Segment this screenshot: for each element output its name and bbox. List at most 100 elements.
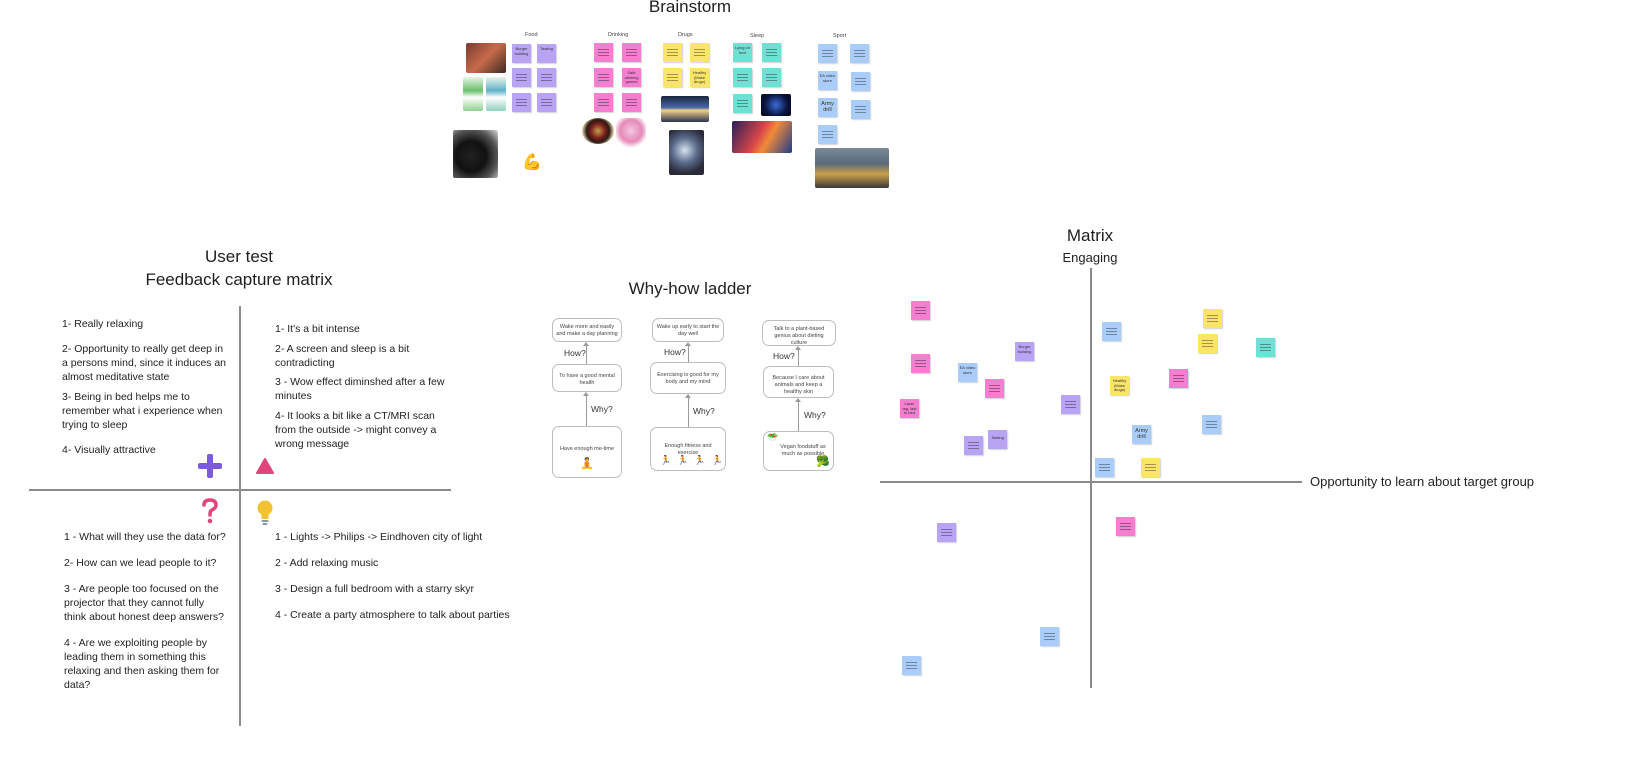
sticky-note[interactable] xyxy=(818,44,837,63)
sticky-note[interactable] xyxy=(733,94,752,113)
feedback-idea-3: 3 - Design a full bedroom with a starry … xyxy=(275,583,474,595)
category-sport: Sport xyxy=(833,33,847,39)
sticky-note[interactable] xyxy=(1116,517,1135,536)
sticky-note[interactable] xyxy=(622,93,641,112)
sticky-note[interactable] xyxy=(733,68,752,87)
broccoli-icon: 🥦 xyxy=(816,456,830,468)
sticky-note[interactable] xyxy=(850,44,869,63)
sticky-note[interactable] xyxy=(1141,458,1160,477)
ladder-top-box[interactable]: Talk to a plant-based genius about dieti… xyxy=(762,320,836,346)
sticky-note[interactable] xyxy=(663,68,682,87)
flexed-bicep-icon: 💪 xyxy=(522,154,542,171)
sticky-note[interactable] xyxy=(690,43,709,62)
matrix-title: Matrix xyxy=(1066,226,1114,245)
sticky-note[interactable] xyxy=(594,43,613,62)
sticky-note[interactable] xyxy=(622,43,641,62)
feedback-question-2: 2- How can we lead people to it? xyxy=(64,557,217,569)
note-tasting[interactable]: Tasting xyxy=(537,44,556,63)
menu-card-image xyxy=(463,77,483,111)
note-lazer-tag[interactable]: Lazer tag, last to bed xyxy=(900,399,919,418)
supplement-tubs-image xyxy=(453,130,498,178)
plus-icon xyxy=(197,453,223,484)
triangle-icon xyxy=(256,458,274,479)
sticky-note[interactable] xyxy=(818,125,837,144)
light-show-image xyxy=(661,96,709,122)
ladder-arrow xyxy=(685,394,691,427)
sticky-note[interactable] xyxy=(911,354,930,373)
ladder-bottom-box[interactable]: Vegan foodstuff as much as possible xyxy=(763,431,834,471)
note-army-drill[interactable]: Army drill xyxy=(818,98,837,117)
sticky-note[interactable] xyxy=(512,68,531,87)
sticky-note[interactable] xyxy=(594,93,613,112)
ladder-arrow xyxy=(583,392,589,426)
category-sleep: Sleep xyxy=(750,33,765,39)
sticky-note[interactable] xyxy=(663,43,682,62)
ladder-mid-box[interactable]: To have a good mental health xyxy=(552,364,622,392)
brainstorm-title: Brainstorm xyxy=(648,0,732,16)
pills-image xyxy=(669,130,704,175)
feedback-vertical-axis xyxy=(239,306,241,726)
sticky-note[interactable] xyxy=(902,656,921,675)
sticky-note[interactable] xyxy=(1102,322,1121,341)
sticky-note[interactable] xyxy=(937,523,956,542)
sticky-note[interactable] xyxy=(537,93,556,112)
note-healthy-drugs[interactable]: Healthy (Make drugs) xyxy=(1110,376,1129,395)
note-army-drill[interactable]: Army drill xyxy=(1132,425,1151,444)
lightbulb-icon xyxy=(256,499,274,532)
ladder-mid-box[interactable]: Because I care about animals and keep a … xyxy=(763,366,834,398)
matrix-horizontal-axis xyxy=(880,481,1302,483)
sticky-note[interactable] xyxy=(1061,395,1080,414)
why-label: Why? xyxy=(804,410,826,420)
sticky-note[interactable] xyxy=(911,301,930,320)
sticky-note[interactable] xyxy=(1040,627,1059,646)
feedback-question-3: 3 - Are people too focused on the projec… xyxy=(64,583,224,623)
sports-car-image xyxy=(815,148,889,188)
feedback-horizontal-axis xyxy=(29,489,451,491)
sticky-note[interactable] xyxy=(594,68,613,87)
runner-icons: 🏃🏃🏃🏃 xyxy=(660,455,729,465)
drinking-roulette-image xyxy=(582,118,614,144)
ladder-mid-box[interactable]: Exercising is good for my body and my mi… xyxy=(650,362,726,394)
sticky-note[interactable] xyxy=(762,68,781,87)
note-burger-building[interactable]: Burger building xyxy=(1015,342,1034,361)
ladder-bottom-box[interactable]: Enough fitness and exercise xyxy=(650,427,726,471)
sticky-note[interactable] xyxy=(851,72,870,91)
feedback-title-line1: User test xyxy=(204,247,274,266)
how-label: How? xyxy=(664,347,686,357)
why-label: Why? xyxy=(591,404,613,414)
sticky-note[interactable] xyxy=(964,436,983,455)
ladder-top-box[interactable]: Wake up early to start the day well xyxy=(652,318,724,342)
note-ea-video-store[interactable]: EA video store xyxy=(818,71,837,90)
party-figure-image xyxy=(616,118,646,150)
sticky-note[interactable] xyxy=(762,43,781,62)
ladder-top-box[interactable]: Wake more and easily and make a day plan… xyxy=(552,318,622,342)
sticky-note[interactable] xyxy=(1256,338,1275,357)
feedback-idea-2: 2 - Add relaxing music xyxy=(275,557,379,569)
note-safe-drinking-games[interactable]: Safe drinking games xyxy=(622,68,641,87)
sticky-note[interactable] xyxy=(851,100,870,119)
sticky-note[interactable] xyxy=(512,93,531,112)
sticky-note[interactable] xyxy=(537,68,556,87)
note-tasting[interactable]: Tasting xyxy=(988,430,1007,449)
sticky-note[interactable] xyxy=(1169,369,1188,388)
ladder-title: Why-how ladder xyxy=(628,279,752,298)
how-label: How? xyxy=(773,351,795,361)
note-healthy-drugs[interactable]: Healthy (Make drugs) xyxy=(690,68,709,87)
ladder-arrow xyxy=(795,346,801,366)
sticky-note[interactable] xyxy=(985,379,1004,398)
note-lying-on-bed[interactable]: Lying on bed xyxy=(733,43,752,62)
how-label: How? xyxy=(564,348,586,358)
ladder-bottom-box[interactable]: Have enough me-time xyxy=(552,426,622,478)
note-burger-building[interactable]: Burger building xyxy=(512,44,531,63)
menu-card-image xyxy=(486,77,506,111)
ladder-arrow xyxy=(795,398,801,431)
feedback-idea-1: 1 - Lights -> Philips -> Eindhoven city … xyxy=(275,531,483,543)
feedback-negative-2: 2- A screen and sleep is a bit contradic… xyxy=(275,343,410,369)
sticky-note[interactable] xyxy=(1095,458,1114,477)
sticky-note[interactable] xyxy=(1198,334,1217,353)
sticky-note[interactable] xyxy=(1203,309,1222,328)
feedback-question-4: 4 - Are we exploiting people by leading … xyxy=(64,637,220,691)
sticky-note[interactable] xyxy=(1202,415,1221,434)
note-ea-video-store[interactable]: EA video store xyxy=(958,363,977,382)
feedback-negative-3: 3 - Wow effect diminshed after a few min… xyxy=(275,376,445,402)
